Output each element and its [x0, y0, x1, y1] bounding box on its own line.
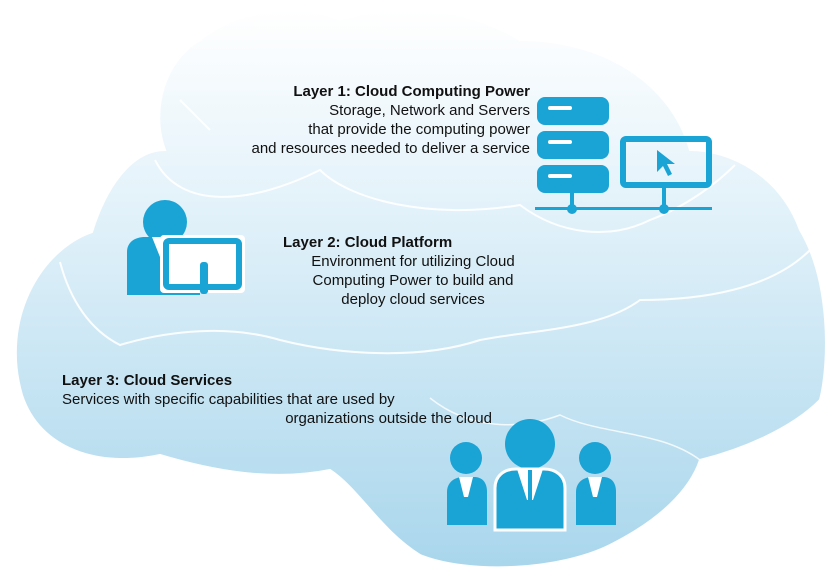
layer-1-line-1: Storage, Network and Servers [329, 102, 530, 119]
layer-2-line-1: Environment for utilizing Cloud [311, 253, 515, 270]
layer-1-line-2: that provide the computing power [308, 121, 530, 138]
server-and-monitor-icon [535, 97, 712, 214]
layer-3-line-1: Services with specific capabilities that… [62, 391, 395, 408]
layer-2-line-2: Computing Power to build and [312, 272, 514, 289]
layer-3-text: Layer 3: Cloud Services Services with sp… [62, 371, 492, 428]
layer-3-heading: Layer 3: Cloud Services [62, 372, 233, 389]
cloud-divider-arc-middle [59, 249, 811, 355]
layer-1-text: Layer 1: Cloud Computing Power Storage, … [150, 82, 531, 158]
layer-2-line-3: deploy cloud services [341, 291, 485, 308]
user-at-computer-icon [127, 200, 245, 295]
layer-3-line-2: organizations outside the cloud [285, 410, 492, 427]
people-group-icon [447, 419, 616, 532]
layer-2-heading: Layer 2: Cloud Platform [283, 234, 453, 251]
layer-1-heading: Layer 1: Cloud Computing Power [293, 83, 530, 100]
server-stack-icon [537, 97, 609, 208]
layer-2-text: Layer 2: Cloud Platform Environment for … [283, 233, 543, 309]
monitor-icon [620, 136, 712, 208]
network-line [535, 207, 712, 210]
cloud-divider-arc-lower [429, 397, 701, 461]
layer-1-line-3: and resources needed to deliver a servic… [251, 140, 531, 157]
